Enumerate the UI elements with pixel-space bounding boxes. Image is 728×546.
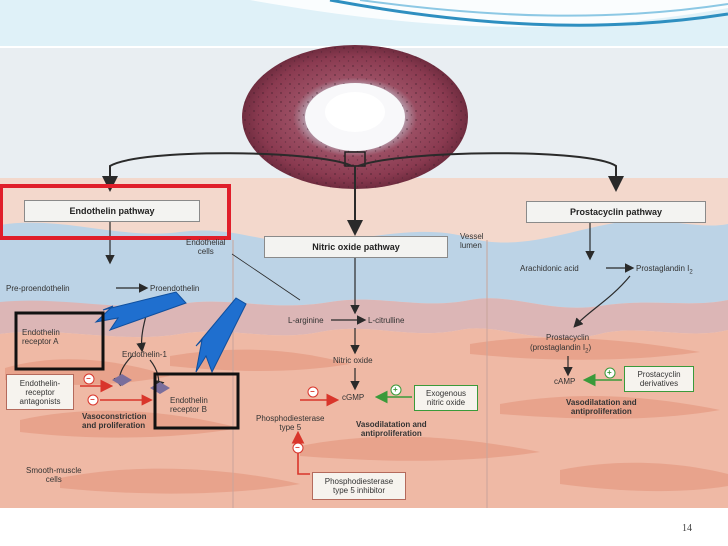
muscle-cell xyxy=(470,337,700,360)
minus-sign-circle xyxy=(292,442,304,454)
arachidonic-acid-label: Arachidonic acid xyxy=(520,264,579,273)
nitric-oxide-pathway-box: Nitric oxide pathway xyxy=(264,236,448,258)
prostacyclin-pg-subscript: 2 xyxy=(585,348,589,355)
highlight-receptor-b xyxy=(153,372,240,430)
receptor-a-shape xyxy=(112,374,132,386)
arrow-pg-to-prostacyclin xyxy=(573,275,631,328)
l-citrulline-label: L-citrulline xyxy=(368,316,405,325)
branch-arrow-left xyxy=(102,152,353,192)
endothelial-cells-label: Endothelial cells xyxy=(186,238,226,256)
l-arginine-label: L-arginine xyxy=(288,316,324,325)
minus-sign-circle xyxy=(87,394,99,406)
minus-sign-circle xyxy=(307,386,319,398)
prostaglandin-subscript: 2 xyxy=(689,269,693,276)
endothelin-1-label: Endothelin-1 xyxy=(122,350,167,359)
cgmp-label: cGMP xyxy=(342,393,365,402)
pde5-label: Phosphodiesterase type 5 xyxy=(256,414,325,432)
prostaglandin-label: Prostaglandin I2 xyxy=(636,264,693,278)
camp-label: cAMP xyxy=(554,377,576,386)
vessel-lumen xyxy=(0,220,728,308)
plus-sign-circle xyxy=(604,367,616,379)
receptor-a-label: Endothelin receptor A xyxy=(22,328,60,346)
minus-sign: − xyxy=(295,443,300,452)
plus-sign: + xyxy=(607,368,612,377)
muscle-cell xyxy=(20,410,240,438)
plus-sign-circle xyxy=(390,384,402,396)
pre-proendothelin-label: Pre-proendothelin xyxy=(6,284,70,293)
minus-sign: − xyxy=(86,374,91,383)
vasodilatation-right-label: Vasodilatation and antiproliferation xyxy=(566,398,637,416)
vasodilatation-mid-label: Vasodilatation and antiproliferation xyxy=(356,420,427,438)
muscle-cell xyxy=(560,462,728,492)
minus-sign-circle xyxy=(83,373,95,385)
prostacyclin-pg-close: ) xyxy=(588,343,592,352)
prostacyclin-pg-label: (prostaglandin I2) xyxy=(530,343,591,357)
header-swoosh-line xyxy=(329,0,728,27)
antagonists-box: Endothelin- receptor antagonists xyxy=(6,374,74,410)
muscle-cell xyxy=(300,436,540,461)
muscle-cell xyxy=(60,468,300,494)
proendothelin-label: Proendothelin xyxy=(150,284,200,293)
vasoconstriction-label: Vasoconstriction and proliferation xyxy=(82,412,147,430)
receptor-b-label: Endothelin receptor B xyxy=(170,396,208,414)
minus-sign: − xyxy=(90,395,95,404)
endothelin-pathway-box: Endothelin pathway xyxy=(24,200,200,222)
prostacyclin-derivatives-box: Prostacyclin derivatives xyxy=(624,366,694,392)
muscle-cell xyxy=(500,396,720,419)
highlight-receptor-a xyxy=(14,311,105,371)
exogenous-no-box: Exogenous nitric oxide xyxy=(414,385,478,411)
header-swoosh-line-2 xyxy=(359,0,728,17)
highlight-endothelin-pathway xyxy=(0,184,231,240)
vessel-lumen-label: Vessel lumen xyxy=(460,232,484,250)
plus-sign: + xyxy=(393,385,398,394)
arrow-cells-pointer xyxy=(231,253,301,301)
smooth-muscle-label: Smooth-muscle cells xyxy=(26,466,82,484)
nitric-oxide-label: Nitric oxide xyxy=(333,356,373,365)
prostacyclin-label: Prostacyclin xyxy=(546,333,590,342)
callout-arrow-receptor-b xyxy=(195,297,247,374)
minus-sign: − xyxy=(310,387,315,396)
prostacyclin-pg-text: (prostaglandin I xyxy=(530,343,586,352)
prostacyclin-pathway-box: Prostacyclin pathway xyxy=(526,201,706,223)
page-number: 14 xyxy=(682,523,692,534)
vessel-cross-section xyxy=(242,45,468,189)
prostaglandin-text: Prostaglandin I xyxy=(636,264,690,273)
pde5-inhibitor-box: Phosphodiesterase type 5 inhibitor xyxy=(312,472,406,500)
branch-arrow-right xyxy=(357,152,624,192)
